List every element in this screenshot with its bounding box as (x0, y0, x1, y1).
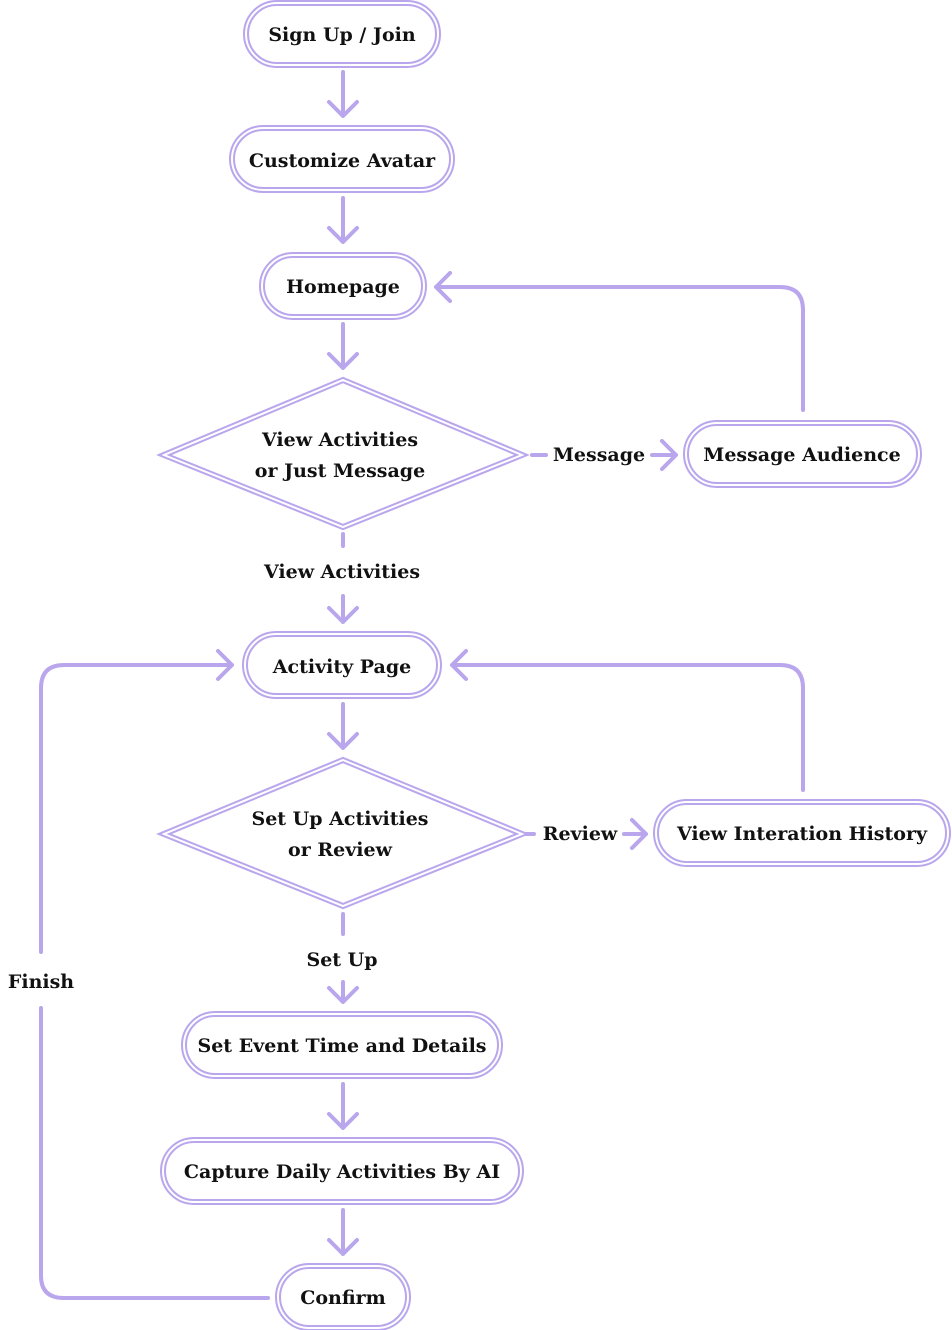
node-sign-up: Sign Up / Join (243, 0, 441, 68)
node-confirm-label: Confirm (300, 1287, 386, 1309)
node-view-history: View Interation History (653, 799, 951, 867)
node-view-history-label: View Interation History (676, 823, 928, 845)
connectors (36, 67, 808, 1303)
decision2-line1: Set Up Activities (251, 808, 428, 830)
arrow-finish-upper (36, 646, 237, 957)
decision-setup-or-review: Set Up Activities or Review (156, 756, 530, 910)
decision1-line2: or Just Message (255, 460, 425, 482)
node-homepage-label: Homepage (286, 276, 400, 298)
node-customize-avatar: Customize Avatar (229, 125, 455, 193)
node-sign-up-label: Sign Up / Join (268, 24, 416, 46)
node-set-event: Set Event Time and Details (181, 1011, 503, 1079)
node-activity-page: Activity Page (242, 631, 442, 699)
node-capture-label: Capture Daily Activities By AI (184, 1161, 500, 1183)
node-set-event-label: Set Event Time and Details (198, 1035, 487, 1057)
node-homepage: Homepage (259, 252, 427, 320)
edge-label-view-activities: View Activities (263, 561, 420, 583)
edge-label-review: Review (543, 823, 618, 845)
node-capture: Capture Daily Activities By AI (160, 1137, 524, 1205)
edge-label-set-up: Set Up (306, 949, 377, 971)
arrow-message-back-to-homepage (431, 268, 808, 415)
node-message-audience: Message Audience (683, 420, 922, 488)
arrow-history-back-to-activity (447, 646, 808, 795)
edge-label-message: Message (553, 444, 645, 466)
decision1-line1: View Activities (261, 429, 418, 451)
node-activity-page-label: Activity Page (272, 656, 411, 678)
decision-view-or-message: View Activities or Just Message (156, 376, 530, 531)
node-message-audience-label: Message Audience (703, 444, 900, 466)
node-confirm: Confirm (275, 1263, 411, 1330)
decision2-line2: or Review (288, 839, 393, 861)
node-customize-avatar-label: Customize Avatar (249, 150, 436, 172)
edge-label-finish: Finish (8, 971, 74, 993)
